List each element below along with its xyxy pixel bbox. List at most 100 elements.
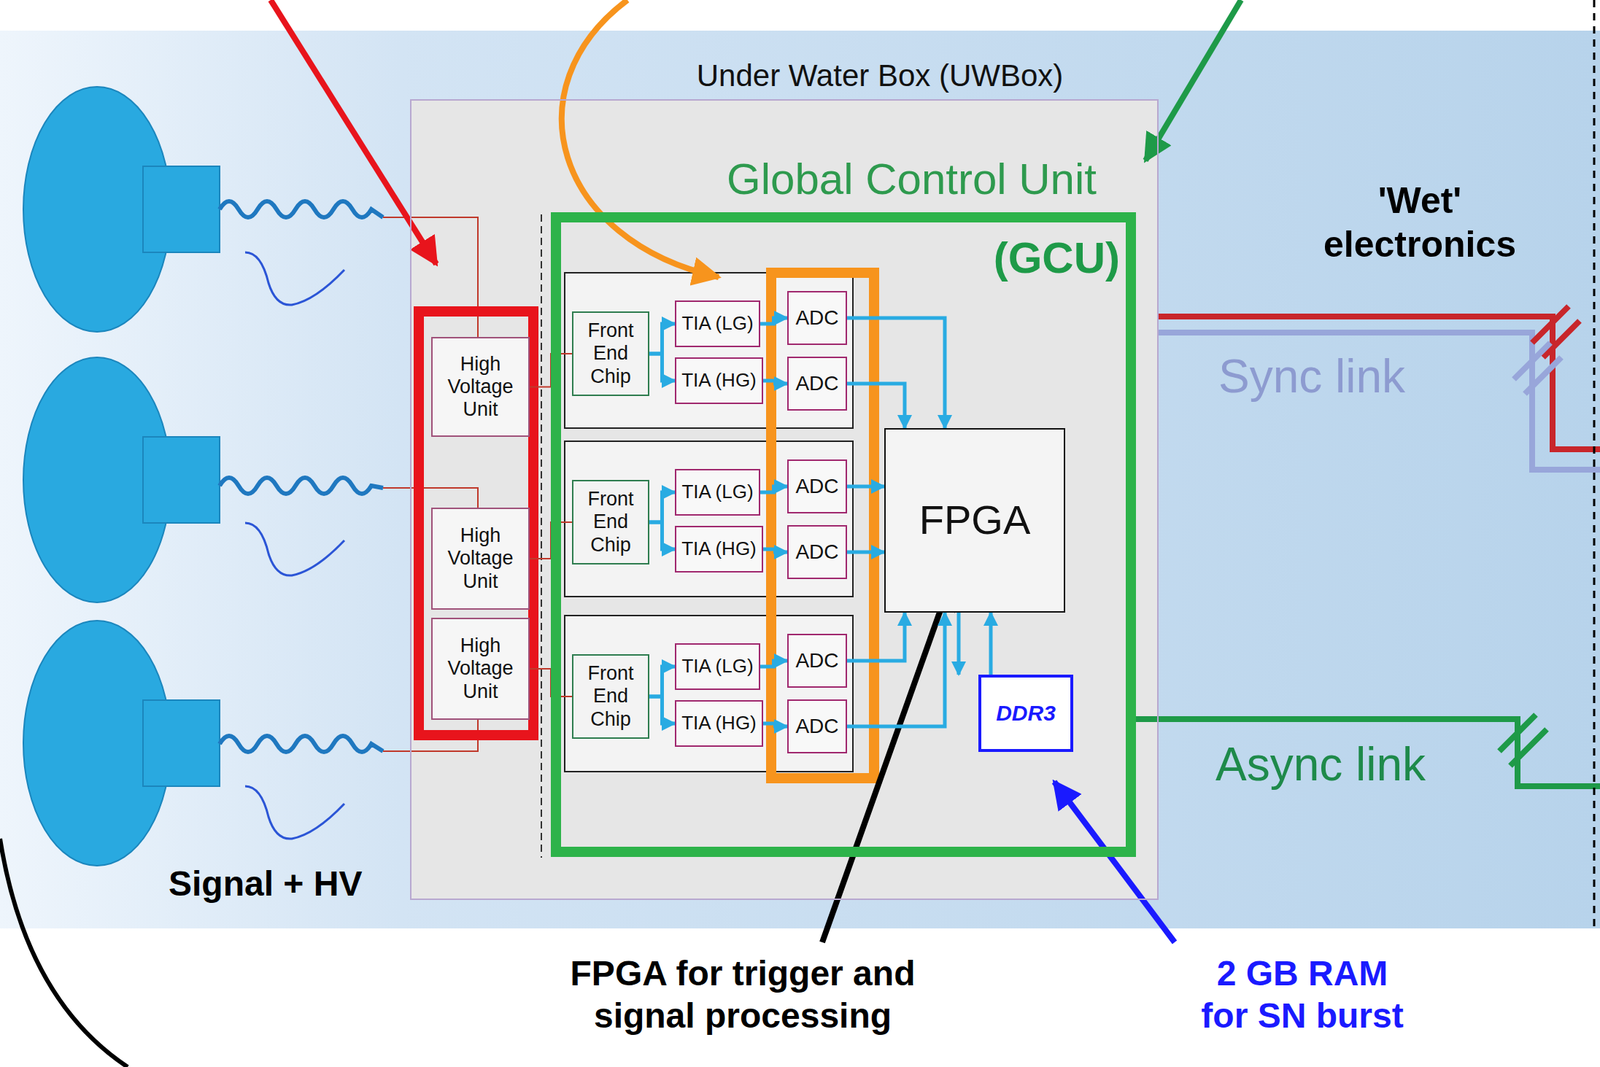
pmt [143, 437, 220, 524]
cable [219, 201, 384, 218]
uwbox-fill [410, 99, 1159, 901]
break-mark [1499, 306, 1580, 767]
control-unit-box: Global Control Unit(GCU)Front End ChipTI… [550, 212, 1136, 858]
node-text: ADC [793, 540, 841, 564]
hv-wire [383, 217, 478, 338]
outline-arc [0, 839, 128, 1067]
node-text: ADC [793, 372, 841, 396]
connector-line [847, 612, 905, 662]
pointer-arrow [1145, 0, 1242, 161]
link-line [1135, 316, 1600, 787]
housing-box: Under Water Box (UWBox)High Voltage Unit… [410, 99, 1159, 901]
node-text: FPGA [917, 496, 1033, 544]
node-text: Front End Chip [573, 662, 648, 731]
connector-line [649, 492, 675, 523]
unit-title: Global Control Unit [726, 153, 1097, 205]
pmt [23, 86, 220, 867]
pulse-shape [245, 523, 345, 576]
pointer-arrow [561, 0, 719, 278]
pulse-shape [245, 252, 345, 840]
amplifier-box: TIA (LG) [674, 469, 761, 516]
connector-line [989, 612, 993, 675]
node-text: ADC [793, 649, 841, 673]
cable [219, 477, 384, 494]
node-text: High Voltage Unit [432, 353, 529, 421]
callout-label: 2 GB RAM for SN burst [1190, 952, 1414, 1037]
connector-line [649, 323, 675, 354]
connector-line [649, 353, 675, 381]
node-text: ADC [793, 474, 841, 499]
hv-frame [418, 311, 534, 736]
connector-line [957, 612, 961, 675]
connector-line [847, 318, 945, 429]
connector [847, 552, 885, 554]
connector [760, 486, 788, 493]
callout-label: FPGA for trigger and signal processing [531, 952, 955, 1037]
node-text: TIA (LG) [679, 481, 756, 504]
pmt [143, 700, 220, 787]
unit-abbrev: (GCU) [993, 232, 1120, 284]
connector [763, 380, 788, 384]
adc-box: ADC [787, 459, 848, 514]
connector-line [847, 612, 945, 727]
connector [847, 612, 905, 662]
amplifier-box: TIA (HG) [674, 700, 764, 748]
connector [847, 612, 945, 727]
adc-box: ADC [787, 525, 848, 580]
pointer-arrow [1054, 782, 1175, 943]
node-text: TIA (LG) [679, 312, 756, 335]
adc-box: ADC [787, 634, 848, 689]
node-text: ADC [793, 715, 841, 739]
connector-line [847, 383, 905, 429]
connector [649, 492, 675, 523]
front-end-box: Front End Chip [572, 311, 650, 397]
connector [649, 353, 675, 381]
connector-line [847, 485, 885, 489]
connector-line [763, 723, 788, 727]
connector-line [763, 380, 788, 384]
fpga-box: FPGA [884, 428, 1066, 613]
front-end-box: Front End Chip [572, 480, 650, 565]
hv-unit-box: High Voltage Unit [431, 337, 530, 438]
pulse-shape [245, 252, 345, 305]
board-edge [540, 214, 543, 859]
node-text: High Voltage Unit [432, 634, 529, 703]
connector [958, 612, 991, 675]
hv-unit-box: High Voltage Unit [431, 617, 530, 721]
adc-box: ADC [787, 699, 848, 754]
signal-label: Signal + HV [168, 863, 410, 906]
hv-wire [383, 488, 478, 508]
link-label: Async link [1215, 736, 1522, 794]
channel-board [564, 272, 853, 429]
pulse-shape [245, 786, 345, 840]
connector-line [760, 318, 788, 324]
cable [219, 201, 384, 753]
pmt [143, 166, 220, 253]
node-text: TIA (HG) [679, 538, 759, 561]
memory-box: DDR3 [978, 674, 1074, 753]
dashed-boundary [1593, 0, 1596, 929]
break-mark [1499, 715, 1547, 767]
connector [847, 383, 905, 429]
connector [763, 723, 788, 727]
node-text: High Voltage Unit [432, 524, 529, 593]
channel-board [564, 272, 853, 772]
connector [760, 318, 788, 324]
connector-line [649, 522, 675, 550]
connector [760, 661, 788, 667]
channel-board [564, 615, 853, 772]
node-text: TIA (HG) [679, 369, 759, 392]
connector-line [649, 666, 675, 697]
amplifier-box: TIA (LG) [674, 300, 761, 348]
node-text: ADC [793, 306, 841, 330]
channel-board [564, 441, 853, 597]
link-line [1158, 332, 1600, 470]
connector-line [847, 550, 885, 555]
node-text: Front End Chip [573, 488, 648, 556]
node-text: TIA (HG) [679, 712, 759, 735]
connector [649, 696, 675, 724]
connector [847, 486, 885, 488]
node-text: TIA (LG) [679, 655, 756, 678]
connector [649, 522, 675, 550]
